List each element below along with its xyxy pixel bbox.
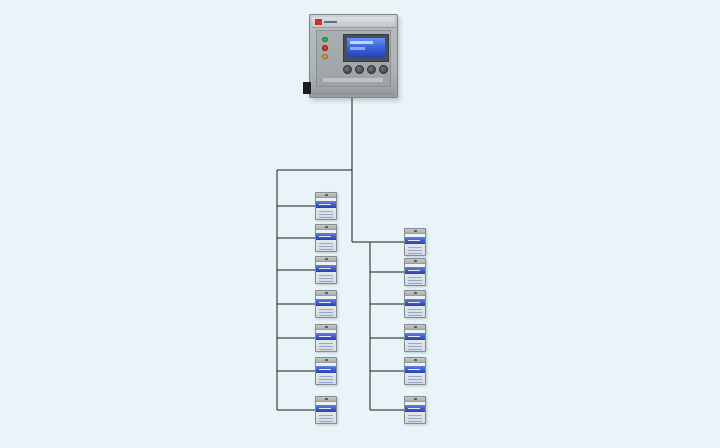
detector-node-R6 [404, 396, 426, 424]
detector-label-lines [408, 309, 422, 317]
detector-node-R2 [404, 258, 426, 286]
detector-display-band [405, 237, 425, 244]
detector-top-cap [316, 257, 336, 262]
detector-label-lines [319, 243, 333, 251]
detector-node-L6 [315, 357, 337, 385]
gas-alarm-controller [303, 14, 398, 98]
detector-top-cap [405, 259, 425, 264]
detector-node-R4 [404, 324, 426, 352]
controller-front-panel [316, 30, 391, 87]
detector-display-band [316, 405, 336, 412]
detector-top-cap [316, 325, 336, 330]
panel-button [343, 65, 352, 74]
controller-bottom-strip [312, 87, 395, 95]
controller-top-strip [312, 17, 395, 28]
panel-button [355, 65, 364, 74]
detector-top-cap [405, 325, 425, 330]
panel-button-row [343, 65, 389, 74]
detector-label-lines [408, 415, 422, 423]
lcd-bezel [343, 34, 389, 62]
model-label-strip [323, 78, 383, 82]
status-led [322, 45, 328, 51]
detector-label-lines [319, 415, 333, 423]
detector-label-lines [408, 277, 422, 285]
detector-node-R3 [404, 290, 426, 318]
detector-node-L4 [315, 290, 337, 318]
status-led-cluster [322, 37, 340, 59]
detector-display-band [316, 265, 336, 272]
lcd-screen [347, 38, 385, 58]
detector-label-lines [319, 275, 333, 283]
panel-button [367, 65, 376, 74]
detector-display-band [405, 267, 425, 274]
detector-display-band [405, 366, 425, 373]
detector-node-L5 [315, 324, 337, 352]
detector-display-band [316, 333, 336, 340]
detector-display-band [316, 366, 336, 373]
detector-label-lines [408, 343, 422, 351]
detector-label-lines [319, 343, 333, 351]
status-led [322, 53, 328, 59]
detector-node-R5 [404, 357, 426, 385]
detector-display-band [405, 405, 425, 412]
detector-node-R1 [404, 228, 426, 256]
detector-top-cap [316, 358, 336, 363]
detector-node-L1 [315, 192, 337, 220]
detector-top-cap [316, 397, 336, 402]
panel-button [379, 65, 388, 74]
detector-label-lines [408, 247, 422, 255]
detector-top-cap [405, 397, 425, 402]
detector-top-cap [405, 291, 425, 296]
detector-display-band [405, 333, 425, 340]
detector-label-lines [319, 309, 333, 317]
brand-logo-icon [315, 19, 337, 25]
detector-top-cap [316, 291, 336, 296]
detector-label-lines [319, 211, 333, 219]
detector-top-cap [316, 193, 336, 198]
detector-top-cap [405, 358, 425, 363]
detector-display-band [316, 299, 336, 306]
detector-node-L3 [315, 256, 337, 284]
detector-display-band [316, 201, 336, 208]
detector-top-cap [405, 229, 425, 234]
detector-node-L2 [315, 224, 337, 252]
detector-display-band [405, 299, 425, 306]
status-led [322, 37, 328, 43]
detector-label-lines [319, 376, 333, 384]
detector-top-cap [316, 225, 336, 230]
side-connector-box [303, 82, 311, 94]
detector-display-band [316, 233, 336, 240]
detector-label-lines [408, 376, 422, 384]
detector-node-L7 [315, 396, 337, 424]
